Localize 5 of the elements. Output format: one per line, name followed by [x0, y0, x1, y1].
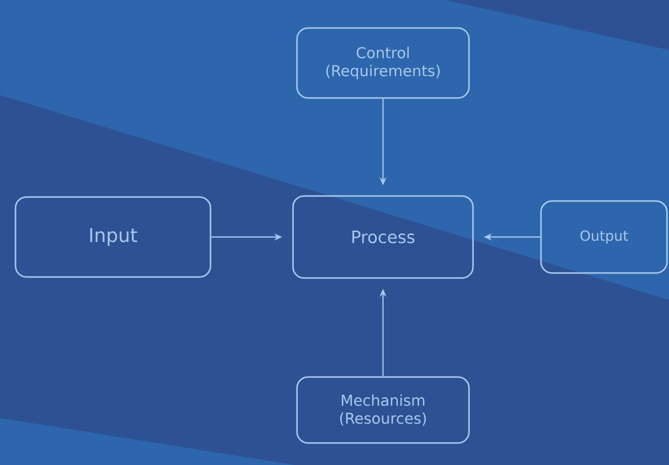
- process-box: Control (Requirements): [296, 27, 470, 99]
- process-box: Process: [292, 195, 474, 279]
- process-box: Mechanism (Resources): [296, 376, 470, 444]
- process-box: Output: [540, 200, 668, 274]
- process-box: Input: [14, 196, 212, 278]
